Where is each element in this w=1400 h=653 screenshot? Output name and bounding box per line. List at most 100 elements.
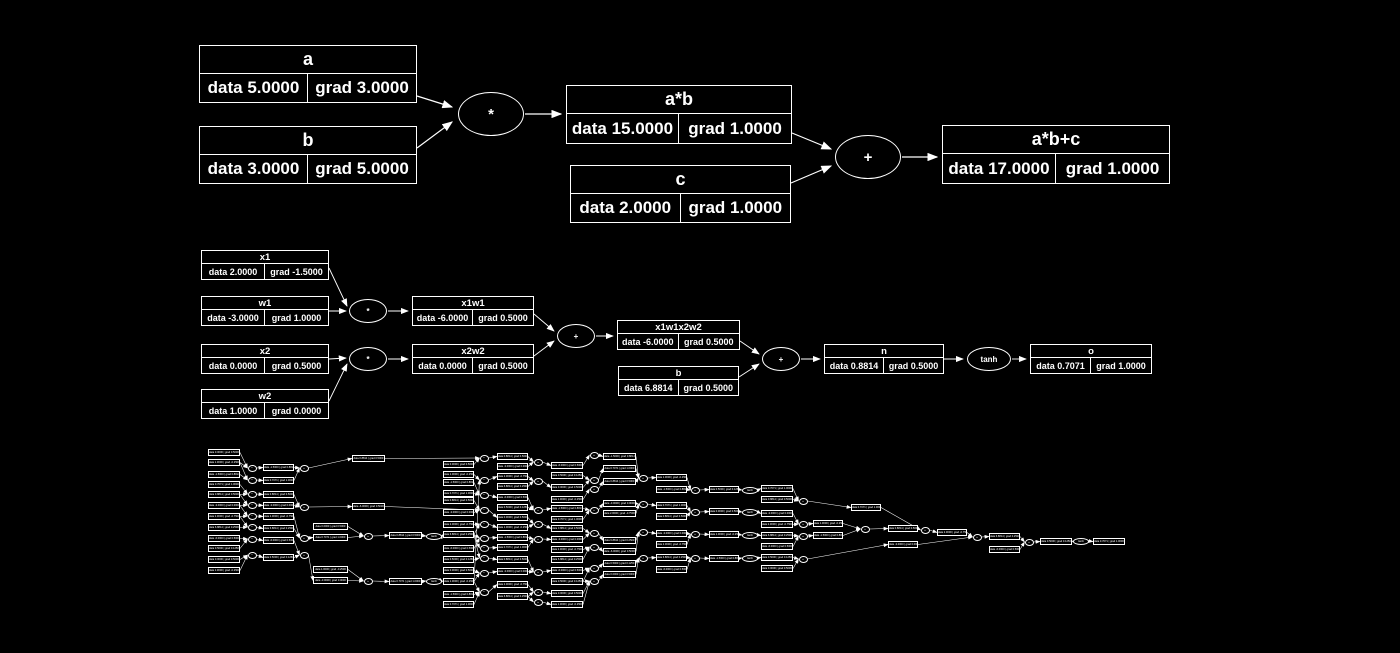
mlp-value-node: data 0.7071 | grad 1.0000 [603,465,636,472]
mlp-value-node: data 0.7071 | grad 1.0000 [443,601,474,608]
mlp-value-node: data 0.8814 | grad 0.5000 [551,525,583,532]
mlp-value-node: data -1.5000 | grad 0.8814 [443,591,474,598]
node-grad-value: grad 0.0000 [271,405,322,416]
node-grad-value: grad 1.0000 [688,118,782,138]
mlp-tanh-op-ellipse: tanh [426,577,442,585]
node-values-row: data -6.0000 grad 0.5000 [413,310,533,325]
mlp-op-ellipse: + [363,577,373,585]
mlp-value-node: data 0.5000 | grad 0.1250 [551,472,583,479]
mlp-op-ellipse: * [479,520,489,528]
mlp-value-node: data 0.8814 | grad 0.5000 [263,491,294,498]
mlp-value-node: data 0.0000 | grad 0.5000 [551,590,583,597]
node-data-value: data 2.0000 [571,194,681,222]
node-data-value: data 0.7071 [1031,358,1091,373]
mlp-value-node: data 6.8814 | grad 0.2500 [497,593,528,600]
mlp-value-node: data 2.0000 | grad -0.7500 [497,581,528,588]
mlp-value-node: data -6.0000 | grad 0.5000 [263,537,294,544]
node-label: x1w1 [413,297,533,310]
mlp-value-node: data -3.0000 | grad 0.0000 [603,500,636,507]
mlp-op-ellipse: * [479,476,489,484]
mlp-op-ellipse: + [589,543,599,551]
mlp-value-node: data 0.5000 | grad 0.1250 [761,554,793,561]
node-grad-value: grad -1.5000 [270,266,323,277]
mlp-value-node: data -6.0000 | grad 0.5000 [989,546,1020,553]
mlp-value-node: data -6.0000 | grad 0.5000 [497,494,528,501]
mlp-value-node: data 1.0000 | grad -0.2500 [443,471,474,478]
mlp-op-ellipse: * [247,490,257,498]
node-data-value: data -6.0000 [618,334,679,349]
mlp-value-node: data 6.8814 | grad 0.2500 [208,524,240,531]
mlp-value-node: data 0.5000 | grad 0.1250 [497,504,528,511]
mlp-op-ellipse: + [690,554,700,562]
mlp-op-ellipse: + [533,598,543,606]
mlp-value-node: data 0.7071 | grad 1.0000 [761,485,793,492]
mlp-value-node: data -1.5000 | grad 0.8814 [551,505,583,512]
add-op-ellipse: + [835,135,901,179]
mlp-value-node: data 0.8814 | grad 0.5000 [761,496,793,503]
node-grad-value: grad 0.5000 [683,382,734,393]
mlp-value-node: data 0.0000 | grad 0.5000 [208,449,240,456]
node-data-value: data 15.0000 [567,114,679,143]
node-data-value: data -6.0000 [413,310,473,325]
mlp-op-ellipse: + [533,568,543,576]
mlp-value-node: data 0.8814 | grad 0.5000 [443,497,474,504]
mlp-value-node: data 2.0000 | grad -0.7500 [937,529,967,536]
mlp-op-ellipse: + [533,535,543,543]
mlp-value-node: data 6.8814 | grad 0.2500 [497,483,528,490]
mlp-value-node: data -6.0000 | grad 0.5000 [443,545,474,552]
mlp-op-ellipse: * [247,501,257,509]
mlp-op-ellipse: * [479,554,489,562]
mlp-value-node: data 2.0000 | grad -0.7500 [208,513,240,520]
mlp-value-node: data 0.7071 | grad 1.0000 [551,516,583,523]
mlp-value-node: data 2.0000 | grad -0.7500 [656,541,687,548]
mlp-op-ellipse: + [860,525,870,533]
node-label: o [1031,345,1151,358]
mlp-value-node: data 0.5000 | grad 0.1250 [263,554,294,561]
mlp-op-ellipse: + [363,532,373,540]
mlp-value-node: data 1.0000 | grad -0.2500 [497,524,528,531]
mlp-value-node: data -6.0000 | grad 0.5000 [551,567,583,574]
mlp-value-node: data -6.0000 | grad 0.5000 [656,566,687,573]
mlp-op-ellipse: + [533,477,543,485]
mlp-value-node: data -3.0000 | grad 0.0000 [208,502,240,509]
mlp-tanh-op-ellipse: tanh [426,532,442,540]
mlp-op-ellipse: + [638,500,648,508]
mlp-value-node: data 0.7071 | grad 1.0000 [208,481,240,488]
mlp-value-node: data 2.0000 | grad -0.7500 [497,473,528,480]
mlp-op-ellipse: * [479,491,489,499]
mlp-value-node: data -6.0000 | grad 0.5000 [603,548,636,555]
node-label: b [619,367,738,380]
mlp-value-node: data 1.0000 | grad -0.2500 [709,531,739,538]
mlp-value-node: data 0.7071 | grad 1.0000 [389,578,422,585]
mlp-value-node: data 1.0000 | grad -0.2500 [208,567,240,574]
mlp-value-node: data 1.0000 | grad -0.2500 [813,520,843,527]
mlp-value-node: data -1.5000 | grad 0.8814 [443,479,474,486]
mlp-value-node: data -1.5000 | grad 0.8814 [208,471,240,478]
mlp-op-ellipse: + [798,497,808,505]
node-label: a*b [567,86,791,114]
mlp-op-ellipse: + [589,564,599,572]
add-op-1-ellipse: + [557,324,595,348]
node-grad-value: grad 1.0000 [271,312,322,323]
mlp-value-node: data 0.8814 | grad 0.5000 [603,478,636,485]
node-label: x1w1x2w2 [618,321,739,334]
node-grad-value: grad 0.5000 [478,312,528,323]
mlp-op-ellipse: + [533,506,543,514]
mlp-value-node: data -3.0000 | grad 0.0000 [656,530,687,537]
mlp-op-ellipse: + [299,503,309,511]
node-grad-value: grad 5.0000 [315,159,409,178]
mlp-op-ellipse: + [533,588,543,596]
mlp-op-ellipse: * [479,569,489,577]
mlp-op-ellipse: + [299,464,309,472]
